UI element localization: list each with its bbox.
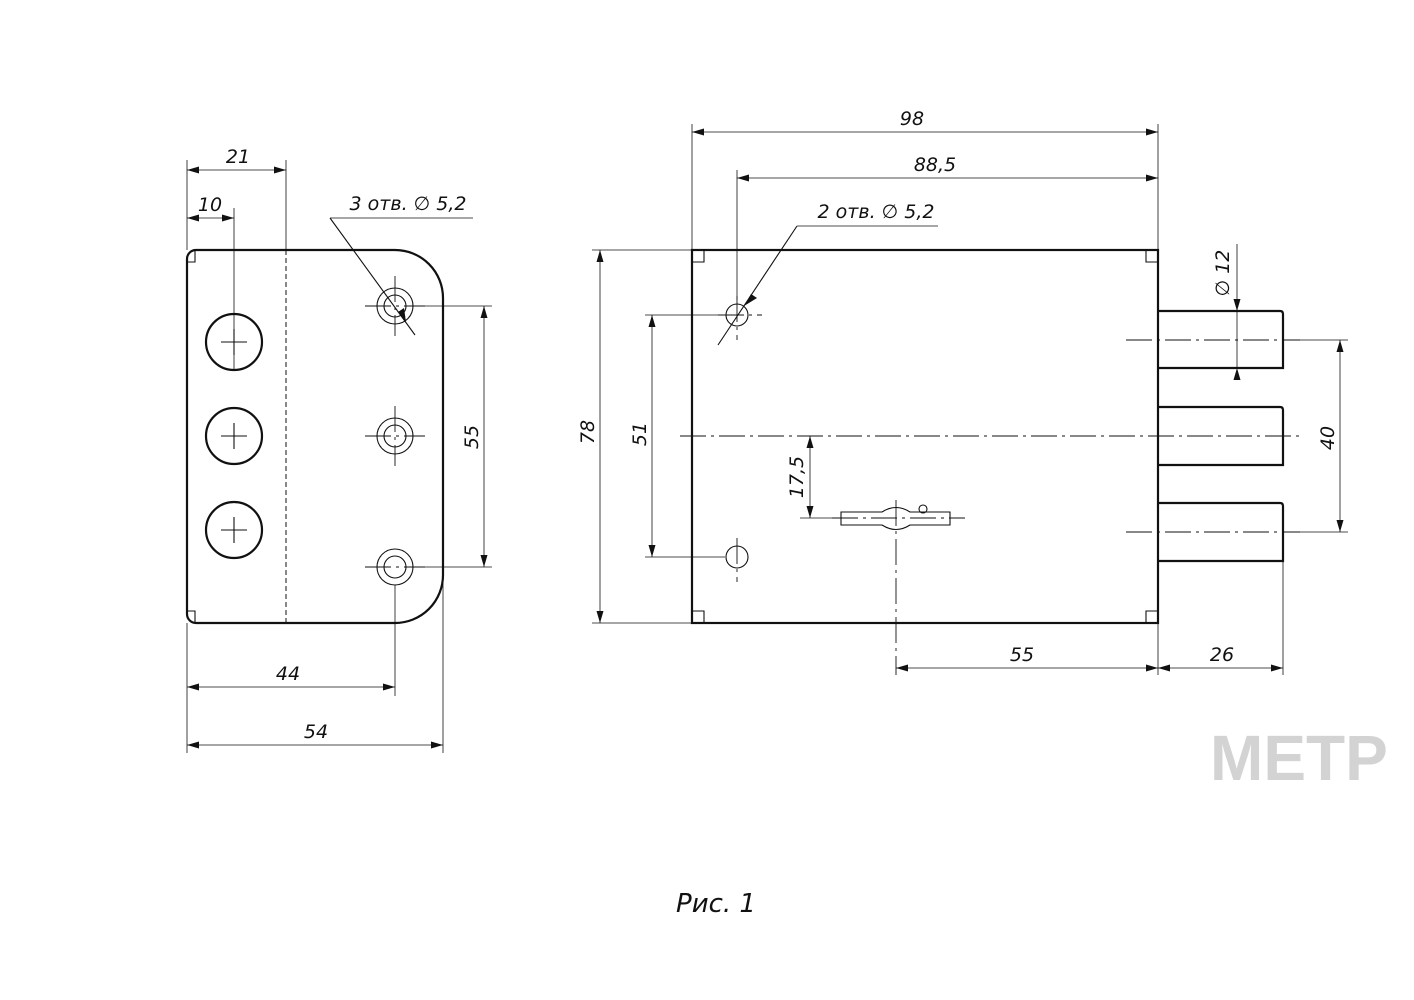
dim-78: 78	[577, 420, 599, 444]
metr-logo: МЕТР	[1210, 722, 1388, 794]
dim-54: 54	[304, 721, 328, 743]
bolt-1	[1158, 309, 1285, 370]
key-hole	[832, 500, 965, 675]
figure-caption: Рис. 1	[676, 889, 756, 919]
dim-55-right: 55	[1010, 644, 1034, 666]
bolt-2	[1158, 405, 1285, 467]
bolt-3	[1158, 501, 1285, 563]
bolts	[1126, 309, 1300, 563]
right-view: 98 88,5 2 отв. ∅ 5,2 78 51 17,5	[577, 108, 1348, 675]
dim-10: 10	[198, 194, 222, 216]
dim-44: 44	[276, 663, 300, 685]
dim-88-5: 88,5	[914, 154, 956, 176]
dim-21: 21	[226, 146, 250, 168]
dim-51: 51	[629, 422, 651, 446]
lock-body-outline	[690, 248, 1160, 625]
dim-98: 98	[900, 108, 924, 130]
dim-26: 26	[1210, 644, 1234, 666]
dim-d12: ∅ 12	[1212, 250, 1234, 297]
large-hole-2	[204, 406, 264, 466]
dim-17-5: 17,5	[786, 456, 808, 498]
left-view: 21 10 3 отв. ∅ 5,2 55 44 54	[185, 146, 492, 753]
right-holes-note: 2 отв. ∅ 5,2	[818, 201, 935, 223]
dim-55-left: 55	[461, 425, 483, 449]
left-view-body-outline	[185, 248, 445, 625]
large-hole-3	[204, 500, 264, 560]
left-view-mount-holes	[365, 276, 425, 586]
dim-40: 40	[1317, 426, 1339, 450]
left-holes-note: 3 отв. ∅ 5,2	[350, 193, 467, 215]
